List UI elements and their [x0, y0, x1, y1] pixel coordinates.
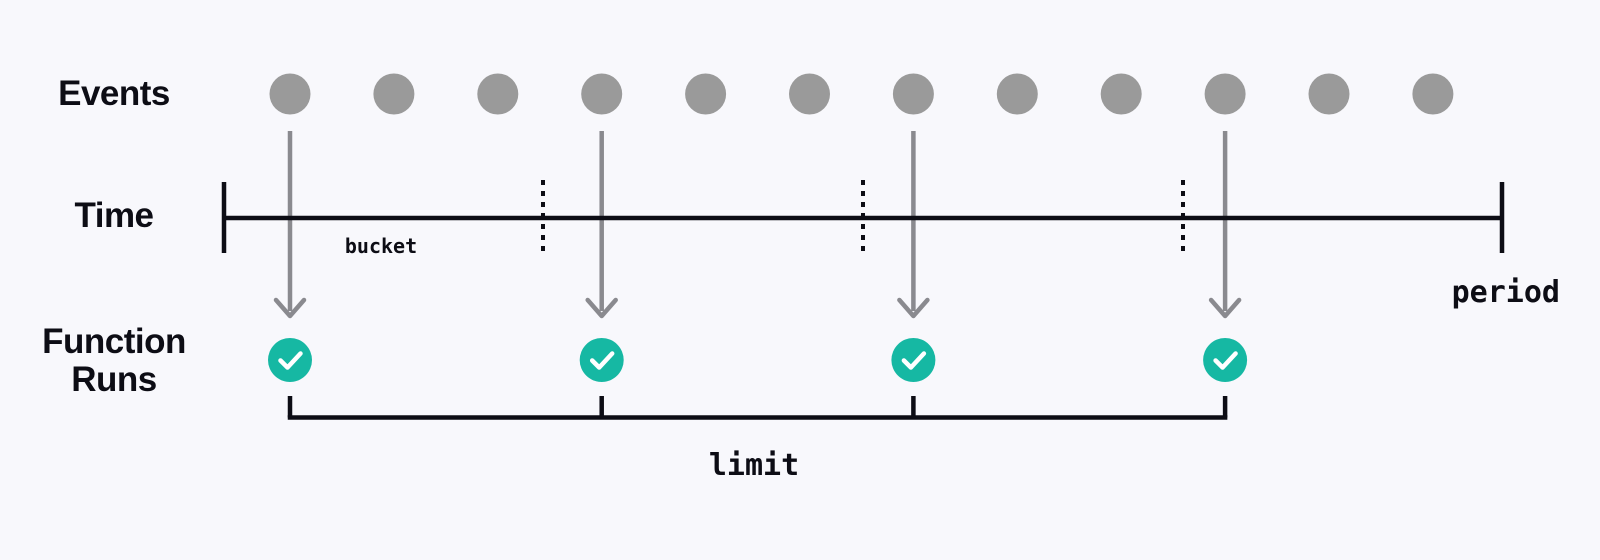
- function-runs-label: Function Runs: [24, 323, 204, 399]
- event-dot: [892, 73, 934, 115]
- event-dot: [996, 73, 1038, 115]
- limit-label: limit: [708, 448, 800, 483]
- check-icon: [278, 351, 303, 370]
- check-icon: [1213, 351, 1238, 370]
- function-run-badge: [268, 338, 312, 382]
- event-dot: [1412, 73, 1454, 115]
- event-dot: [1100, 73, 1142, 115]
- function-run-badge: [891, 338, 936, 382]
- arrow-head-icon: [585, 297, 618, 319]
- arrow-head-icon: [1208, 297, 1242, 319]
- check-icon: [901, 351, 927, 370]
- event-dot: [789, 73, 830, 115]
- event-dot: [269, 73, 311, 115]
- event-dot: [1204, 73, 1246, 115]
- event-dot: [1308, 73, 1350, 115]
- events-label: Events: [58, 74, 170, 113]
- event-dot: [373, 73, 415, 115]
- time-label: Time: [74, 196, 154, 235]
- check-icon: [589, 351, 615, 370]
- event-dot: [477, 73, 519, 115]
- arrow-head-icon: [897, 297, 930, 319]
- bucket-label: bucket: [344, 234, 418, 258]
- function-run-badge: [1203, 338, 1248, 382]
- function-runs-label-line1: Function: [42, 322, 186, 361]
- function-runs-label-line2: Runs: [71, 360, 157, 399]
- period-label: period: [1451, 275, 1560, 310]
- arrow-head-icon: [273, 297, 307, 319]
- function-run-badge: [579, 338, 624, 382]
- event-dot: [581, 73, 623, 115]
- event-dot: [685, 73, 727, 115]
